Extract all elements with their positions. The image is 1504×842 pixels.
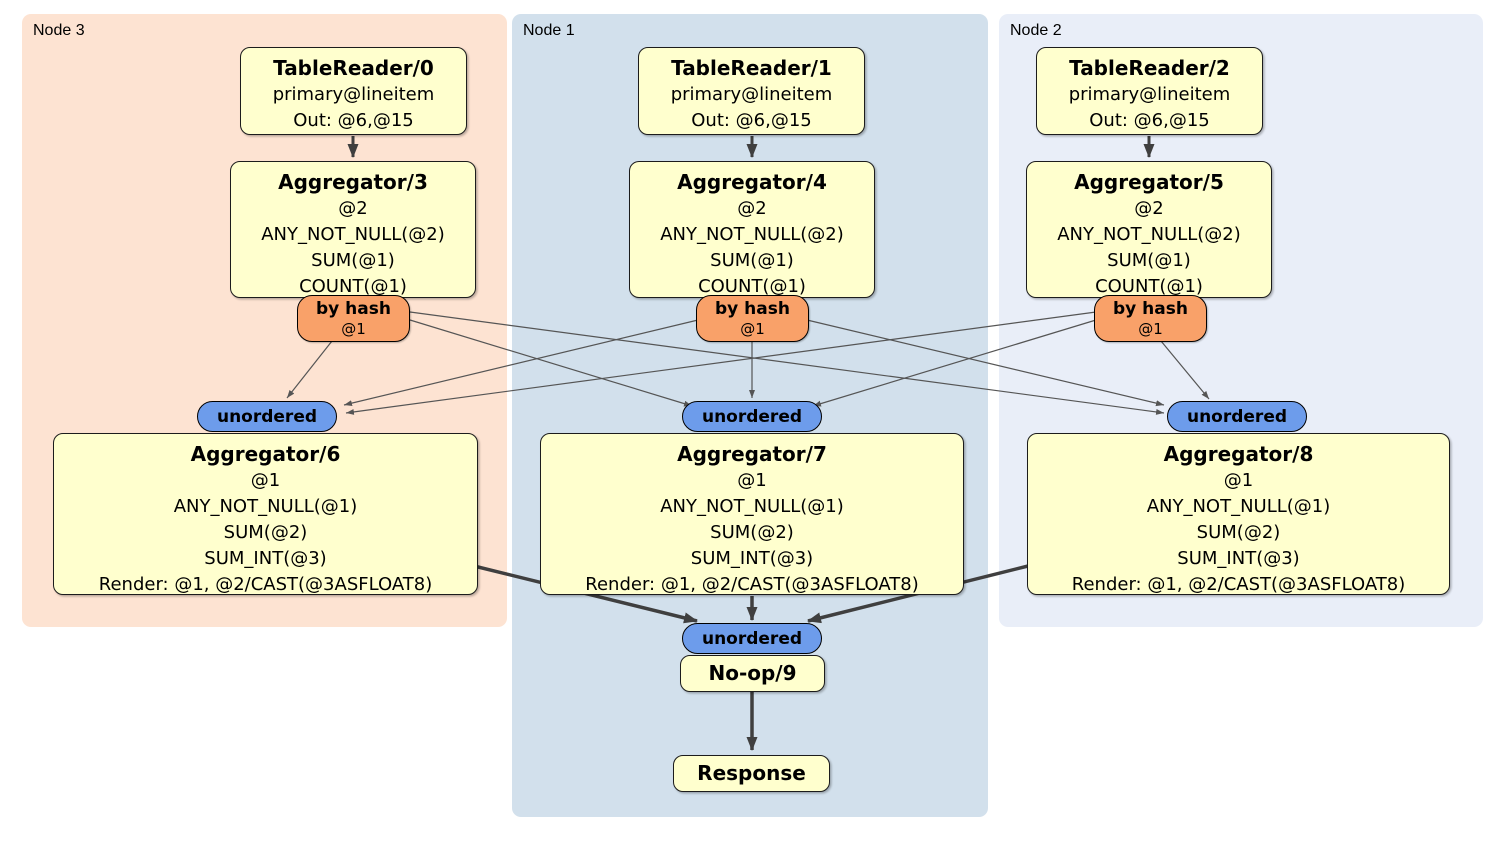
aggregator-6-line: @1 <box>250 470 281 491</box>
aggregator-3-line: SUM(@1) <box>311 250 395 271</box>
aggregator-8-title: Aggregator/8 <box>1163 442 1314 466</box>
aggregator-4-line: COUNT(@1) <box>698 276 806 297</box>
hash-router-0-label: by hash <box>316 299 391 319</box>
stream-unordered-1: unordered <box>682 401 822 432</box>
aggregator-6-line: SUM_INT(@3) <box>204 548 327 569</box>
tablereader-1-box: TableReader/1 primary@lineitem Out: @6,@… <box>638 47 865 135</box>
stream-unordered-2-label: unordered <box>1186 406 1288 427</box>
aggregator-4-line: ANY_NOT_NULL(@2) <box>660 224 844 245</box>
aggregator-6-line: ANY_NOT_NULL(@1) <box>173 496 358 517</box>
stream-unordered-1-label: unordered <box>701 406 803 427</box>
hash-router-1-label: by hash <box>715 299 790 319</box>
node-region-2-label: Node 2 <box>1010 22 1062 39</box>
aggregator-3-box: Aggregator/3 @2 ANY_NOT_NULL(@2) SUM(@1)… <box>230 161 476 298</box>
hash-router-0-detail: @1 <box>341 320 366 338</box>
aggregator-8-line: SUM(@2) <box>1196 522 1281 543</box>
aggregator-6-box: Aggregator/6 @1 ANY_NOT_NULL(@1) SUM(@2)… <box>53 433 478 595</box>
stream-unordered-0-label: unordered <box>216 406 318 427</box>
hash-router-2-label: by hash <box>1113 299 1188 319</box>
aggregator-5-line: @2 <box>1134 198 1164 219</box>
hash-router-1: by hash @1 <box>696 295 809 342</box>
aggregator-3-line: COUNT(@1) <box>299 276 407 297</box>
aggregator-6-render: Render: @1, @2/CAST(@3ASFLOAT8) <box>98 574 433 595</box>
aggregator-8-box: Aggregator/8 @1 ANY_NOT_NULL(@1) SUM(@2)… <box>1027 433 1450 595</box>
tablereader-1-index: primary@lineitem <box>670 84 833 105</box>
hash-router-2-detail: @1 <box>1138 320 1163 338</box>
aggregator-4-title: Aggregator/4 <box>677 170 827 194</box>
hash-router-0: by hash @1 <box>297 295 410 342</box>
aggregator-8-line: SUM_INT(@3) <box>1177 548 1300 569</box>
aggregator-5-line: SUM(@1) <box>1107 250 1191 271</box>
hash-router-2: by hash @1 <box>1094 295 1207 342</box>
aggregator-5-line: ANY_NOT_NULL(@2) <box>1057 224 1241 245</box>
tablereader-2-box: TableReader/2 primary@lineitem Out: @6,@… <box>1036 47 1263 135</box>
response-title: Response <box>697 761 806 785</box>
aggregator-7-box: Aggregator/7 @1 ANY_NOT_NULL(@1) SUM(@2)… <box>540 433 964 595</box>
stream-unordered-2: unordered <box>1167 401 1307 432</box>
aggregator-3-line: ANY_NOT_NULL(@2) <box>261 224 445 245</box>
aggregator-4-line: @2 <box>737 198 767 219</box>
tablereader-0-box: TableReader/0 primary@lineitem Out: @6,@… <box>240 47 467 135</box>
aggregator-7-line: SUM_INT(@3) <box>690 548 814 569</box>
aggregator-8-line: ANY_NOT_NULL(@1) <box>1146 496 1331 517</box>
aggregator-5-box: Aggregator/5 @2 ANY_NOT_NULL(@2) SUM(@1)… <box>1026 161 1272 298</box>
tablereader-0-out: Out: @6,@15 <box>293 110 414 131</box>
stream-unordered-final: unordered <box>682 623 822 654</box>
aggregator-6-title: Aggregator/6 <box>190 442 341 466</box>
response-box: Response <box>673 755 830 792</box>
stream-unordered-0: unordered <box>197 401 337 432</box>
aggregator-6-line: SUM(@2) <box>223 522 308 543</box>
aggregator-7-render: Render: @1, @2/CAST(@3ASFLOAT8) <box>585 574 919 595</box>
node-region-3-label: Node 3 <box>33 22 85 39</box>
tablereader-2-out: Out: @6,@15 <box>1089 110 1210 131</box>
tablereader-0-title: TableReader/0 <box>273 56 434 80</box>
aggregator-3-title: Aggregator/3 <box>278 170 428 194</box>
noop-9-title: No-op/9 <box>708 661 797 685</box>
aggregator-4-line: SUM(@1) <box>710 250 794 271</box>
stream-unordered-final-label: unordered <box>701 628 803 649</box>
hash-router-1-detail: @1 <box>740 320 765 338</box>
aggregator-5-title: Aggregator/5 <box>1074 170 1224 194</box>
tablereader-1-title: TableReader/1 <box>671 56 832 80</box>
aggregator-5-line: COUNT(@1) <box>1095 276 1203 297</box>
tablereader-2-title: TableReader/2 <box>1069 56 1230 80</box>
aggregator-7-line: @1 <box>737 470 767 491</box>
aggregator-7-line: SUM(@2) <box>710 522 794 543</box>
node-region-1-label: Node 1 <box>523 22 575 39</box>
tablereader-2-index: primary@lineitem <box>1068 84 1231 105</box>
aggregator-7-title: Aggregator/7 <box>677 442 827 466</box>
aggregator-4-box: Aggregator/4 @2 ANY_NOT_NULL(@2) SUM(@1)… <box>629 161 875 298</box>
tablereader-1-out: Out: @6,@15 <box>691 110 812 131</box>
noop-9-box: No-op/9 <box>680 655 825 692</box>
aggregator-7-line: ANY_NOT_NULL(@1) <box>660 496 844 517</box>
aggregator-8-line: @1 <box>1223 470 1254 491</box>
aggregator-3-line: @2 <box>338 198 368 219</box>
tablereader-0-index: primary@lineitem <box>272 84 435 105</box>
aggregator-8-render: Render: @1, @2/CAST(@3ASFLOAT8) <box>1071 574 1406 595</box>
